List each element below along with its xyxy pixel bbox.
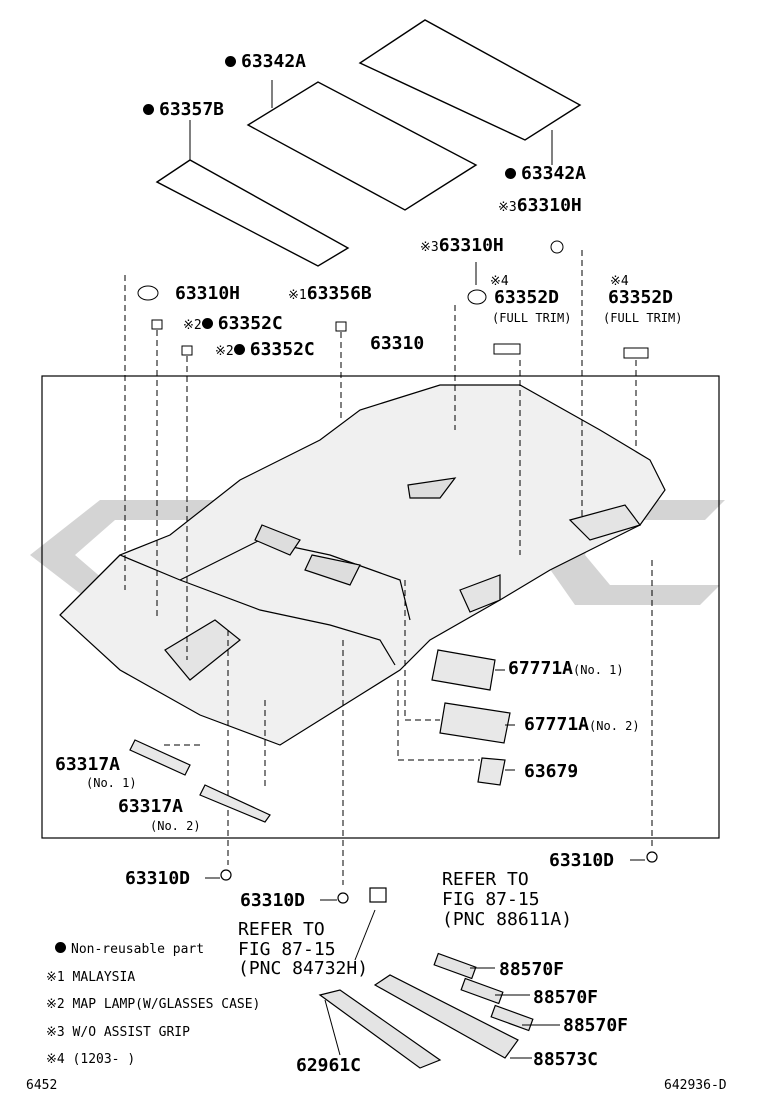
part-number: 63310H: [438, 235, 504, 256]
full-trim-a: (FULL TRIM): [492, 311, 572, 325]
label-63310: 63310: [370, 333, 425, 354]
part-number: 67771A: [524, 714, 590, 735]
label-63342A-top: 63342A: [225, 52, 306, 72]
label-67771A-2: 67771A(No. 2): [524, 715, 640, 736]
label-63679: 63679: [524, 761, 579, 782]
variant: (No. 2): [589, 719, 640, 733]
leaders-dashed: [124, 250, 653, 885]
lower-parts: [220, 851, 658, 1069]
part-number: 63342A: [241, 51, 307, 72]
label-63310D-mid: 63310D: [240, 890, 306, 911]
label-88570F-2: 88570F: [533, 987, 599, 1008]
leaders-top: [189, 80, 553, 285]
label-63342A-right: 63342A: [505, 164, 586, 184]
footer-figure-id: 642936-D: [664, 1078, 727, 1093]
variant: (No. 1): [573, 663, 624, 677]
leaders-lower: [205, 669, 645, 1059]
non-reusable-dot-icon: [233, 344, 245, 355]
lamp-parts: [129, 649, 511, 823]
note-marker: ※3: [498, 200, 517, 215]
non-reusable-dot-icon: [225, 56, 236, 67]
part-number: 67771A: [508, 658, 574, 679]
legend-note1: ※1 MALAYSIA: [46, 970, 136, 985]
label-63352D-b-num: 63352D: [608, 288, 673, 308]
label-62961C: 62961C: [296, 1055, 362, 1076]
legend-note3: ※3 W/O ASSIST GRIP: [46, 1025, 190, 1040]
label-88570F-1: 88570F: [499, 959, 565, 980]
part-number: 63342A: [521, 163, 587, 184]
note-marker: ※4: [610, 274, 629, 289]
non-reusable-dot-icon: [55, 942, 66, 953]
clip-icons: [137, 240, 649, 359]
part-number: 63352C: [249, 339, 315, 360]
refer-84732-line3: (PNC 84732H): [238, 958, 369, 979]
label-63352D-b: ※4: [610, 270, 629, 292]
part-number: 63357B: [159, 99, 225, 120]
label-63356B: ※163356B: [288, 284, 372, 306]
label-88570F-3: 88570F: [563, 1015, 629, 1036]
legend-non-reusable: Non-reusable part: [55, 942, 204, 958]
label-63352D-a: ※4: [490, 270, 509, 292]
no2-b: (No. 2): [150, 819, 201, 833]
no1-b: (No. 1): [86, 776, 137, 790]
non-reusable-dot-icon: [505, 168, 516, 179]
label-63310H-mid: ※363310H: [420, 236, 504, 258]
part-number: 63352D: [608, 287, 674, 308]
full-trim-b: (FULL TRIM): [603, 311, 683, 325]
non-reusable-dot-icon: [143, 104, 154, 115]
refer-88611-line3: (PNC 88611A): [442, 909, 573, 930]
label-63352D-a-num: 63352D: [494, 288, 559, 308]
note-marker: ※4: [490, 274, 509, 289]
part-number: 63352D: [494, 287, 560, 308]
non-reusable-dot-icon: [201, 318, 213, 329]
note-marker: ※2: [183, 318, 202, 333]
legend-note4: ※4 (1203- ): [46, 1052, 136, 1067]
part-number: 63352C: [217, 313, 283, 334]
label-63352C-b: ※2 63352C: [215, 340, 315, 362]
headliner-box: [41, 375, 720, 839]
note-marker: ※3: [420, 240, 439, 255]
note-marker: ※1: [288, 288, 307, 303]
refer-84732-line2: FIG 87-15: [238, 939, 336, 960]
note-marker: ※2: [215, 344, 234, 359]
label-63310D-right: 63310D: [549, 850, 615, 871]
label-63310D-left: 63310D: [125, 868, 191, 889]
part-number: 63310H: [175, 283, 241, 304]
footer-page-code: 6452: [26, 1078, 58, 1093]
headliner: [59, 384, 666, 746]
label-63317A-2: 63317A: [118, 796, 184, 817]
refer-84732-line1: REFER TO: [238, 919, 325, 940]
legend-text: Non-reusable part: [71, 942, 205, 957]
label-67771A-1: 67771A(No. 1): [508, 659, 624, 680]
legend-note2: ※2 MAP LAMP(W/GLASSES CASE): [46, 997, 261, 1012]
label-63317A-1: 63317A: [55, 754, 121, 775]
label-63357B: 63357B: [143, 100, 224, 120]
label-63310H-left: 63310H: [175, 284, 240, 304]
label-63310H-right: ※363310H: [498, 196, 582, 218]
part-number: 63356B: [306, 283, 372, 304]
roof-panel-rear: [155, 19, 582, 267]
part-number: 63310H: [516, 195, 582, 216]
label-88573C: 88573C: [533, 1049, 599, 1070]
refer-88611-line1: REFER TO: [442, 869, 529, 890]
refer-88611-line2: FIG 87-15: [442, 889, 540, 910]
label-63352C-a: ※2 63352C: [183, 314, 283, 336]
